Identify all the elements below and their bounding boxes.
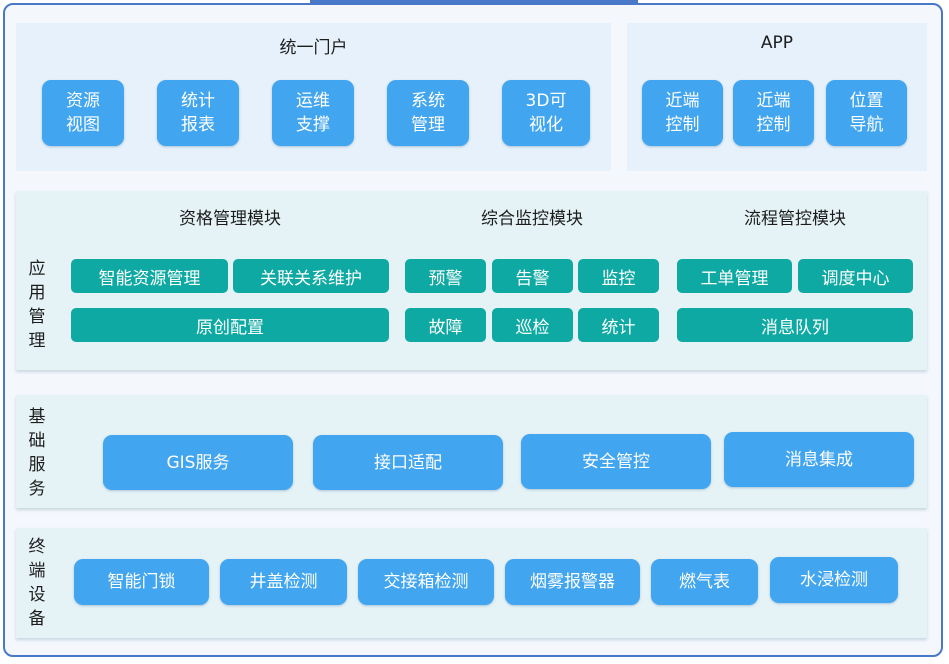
button-original-config[interactable]: 原创配置: [71, 308, 389, 342]
button-relationship-maintenance[interactable]: 关联关系维护: [233, 259, 389, 293]
app-button-near-control-1[interactable]: 近端控制: [642, 80, 723, 146]
module-title-integrated-monitoring: 综合监控模块: [481, 209, 583, 229]
app-button-location-navigation[interactable]: 位置导航: [826, 80, 907, 146]
button-inspection[interactable]: 巡检: [492, 308, 573, 342]
button-security-control[interactable]: 安全管控: [521, 434, 711, 489]
app-management-panel: 应用管理 资格管理模块 智能资源管理 关联关系维护 原创配置 综合监控模块 预警…: [16, 191, 927, 370]
portal-title: 统一门户: [279, 38, 348, 58]
button-work-order-management[interactable]: 工单管理: [677, 259, 792, 293]
button-gis-service[interactable]: GIS服务: [103, 435, 293, 490]
app-button-near-control-2[interactable]: 近端控制: [733, 80, 814, 146]
module-title-qualification: 资格管理模块: [179, 209, 281, 229]
button-water-immersion-detection[interactable]: 水浸检测: [770, 557, 898, 603]
button-early-warning[interactable]: 预警: [405, 259, 486, 293]
button-manhole-detection[interactable]: 井盖检测: [220, 559, 347, 605]
button-message-integration[interactable]: 消息集成: [724, 432, 914, 487]
app-panel: APP 近端控制 近端控制 位置导航: [627, 23, 927, 171]
button-statistics[interactable]: 统计: [578, 308, 659, 342]
frame-top-accent: [310, 0, 638, 3]
module-title-process-control: 流程管控模块: [744, 209, 846, 229]
button-gas-meter[interactable]: 燃气表: [651, 559, 758, 605]
button-smart-resource-management[interactable]: 智能资源管理: [71, 259, 228, 293]
terminal-devices-label: 终端设备: [28, 537, 46, 629]
app-title: APP: [760, 33, 794, 53]
button-message-queue[interactable]: 消息队列: [677, 308, 913, 342]
portal-button-system-management[interactable]: 系统管理: [387, 80, 469, 146]
app-management-label: 应用管理: [28, 259, 46, 351]
terminal-devices-panel: 终端设备 智能门锁 井盖检测 交接箱检测 烟雾报警器 燃气表 水浸检测: [16, 528, 927, 638]
base-services-panel: 基础服务 GIS服务 接口适配 安全管控 消息集成: [16, 395, 927, 508]
portal-button-ops-support[interactable]: 运维支撑: [272, 80, 354, 146]
base-services-label: 基础服务: [28, 407, 46, 499]
portal-button-3d-visualization[interactable]: 3D可视化: [502, 80, 590, 146]
button-fault[interactable]: 故障: [405, 308, 486, 342]
portal-button-resource-view[interactable]: 资源视图: [42, 80, 124, 146]
button-interface-adaptation[interactable]: 接口适配: [313, 435, 503, 490]
button-smart-door-lock[interactable]: 智能门锁: [74, 559, 209, 605]
button-alarm[interactable]: 告警: [492, 259, 573, 293]
button-smoke-alarm[interactable]: 烟雾报警器: [505, 559, 640, 605]
button-junction-box-detection[interactable]: 交接箱检测: [358, 559, 494, 605]
button-dispatch-center[interactable]: 调度中心: [798, 259, 913, 293]
button-monitor[interactable]: 监控: [578, 259, 659, 293]
portal-button-statistics-report[interactable]: 统计报表: [157, 80, 239, 146]
portal-panel: 统一门户 资源视图 统计报表 运维支撑 系统管理 3D可视化: [16, 23, 611, 171]
